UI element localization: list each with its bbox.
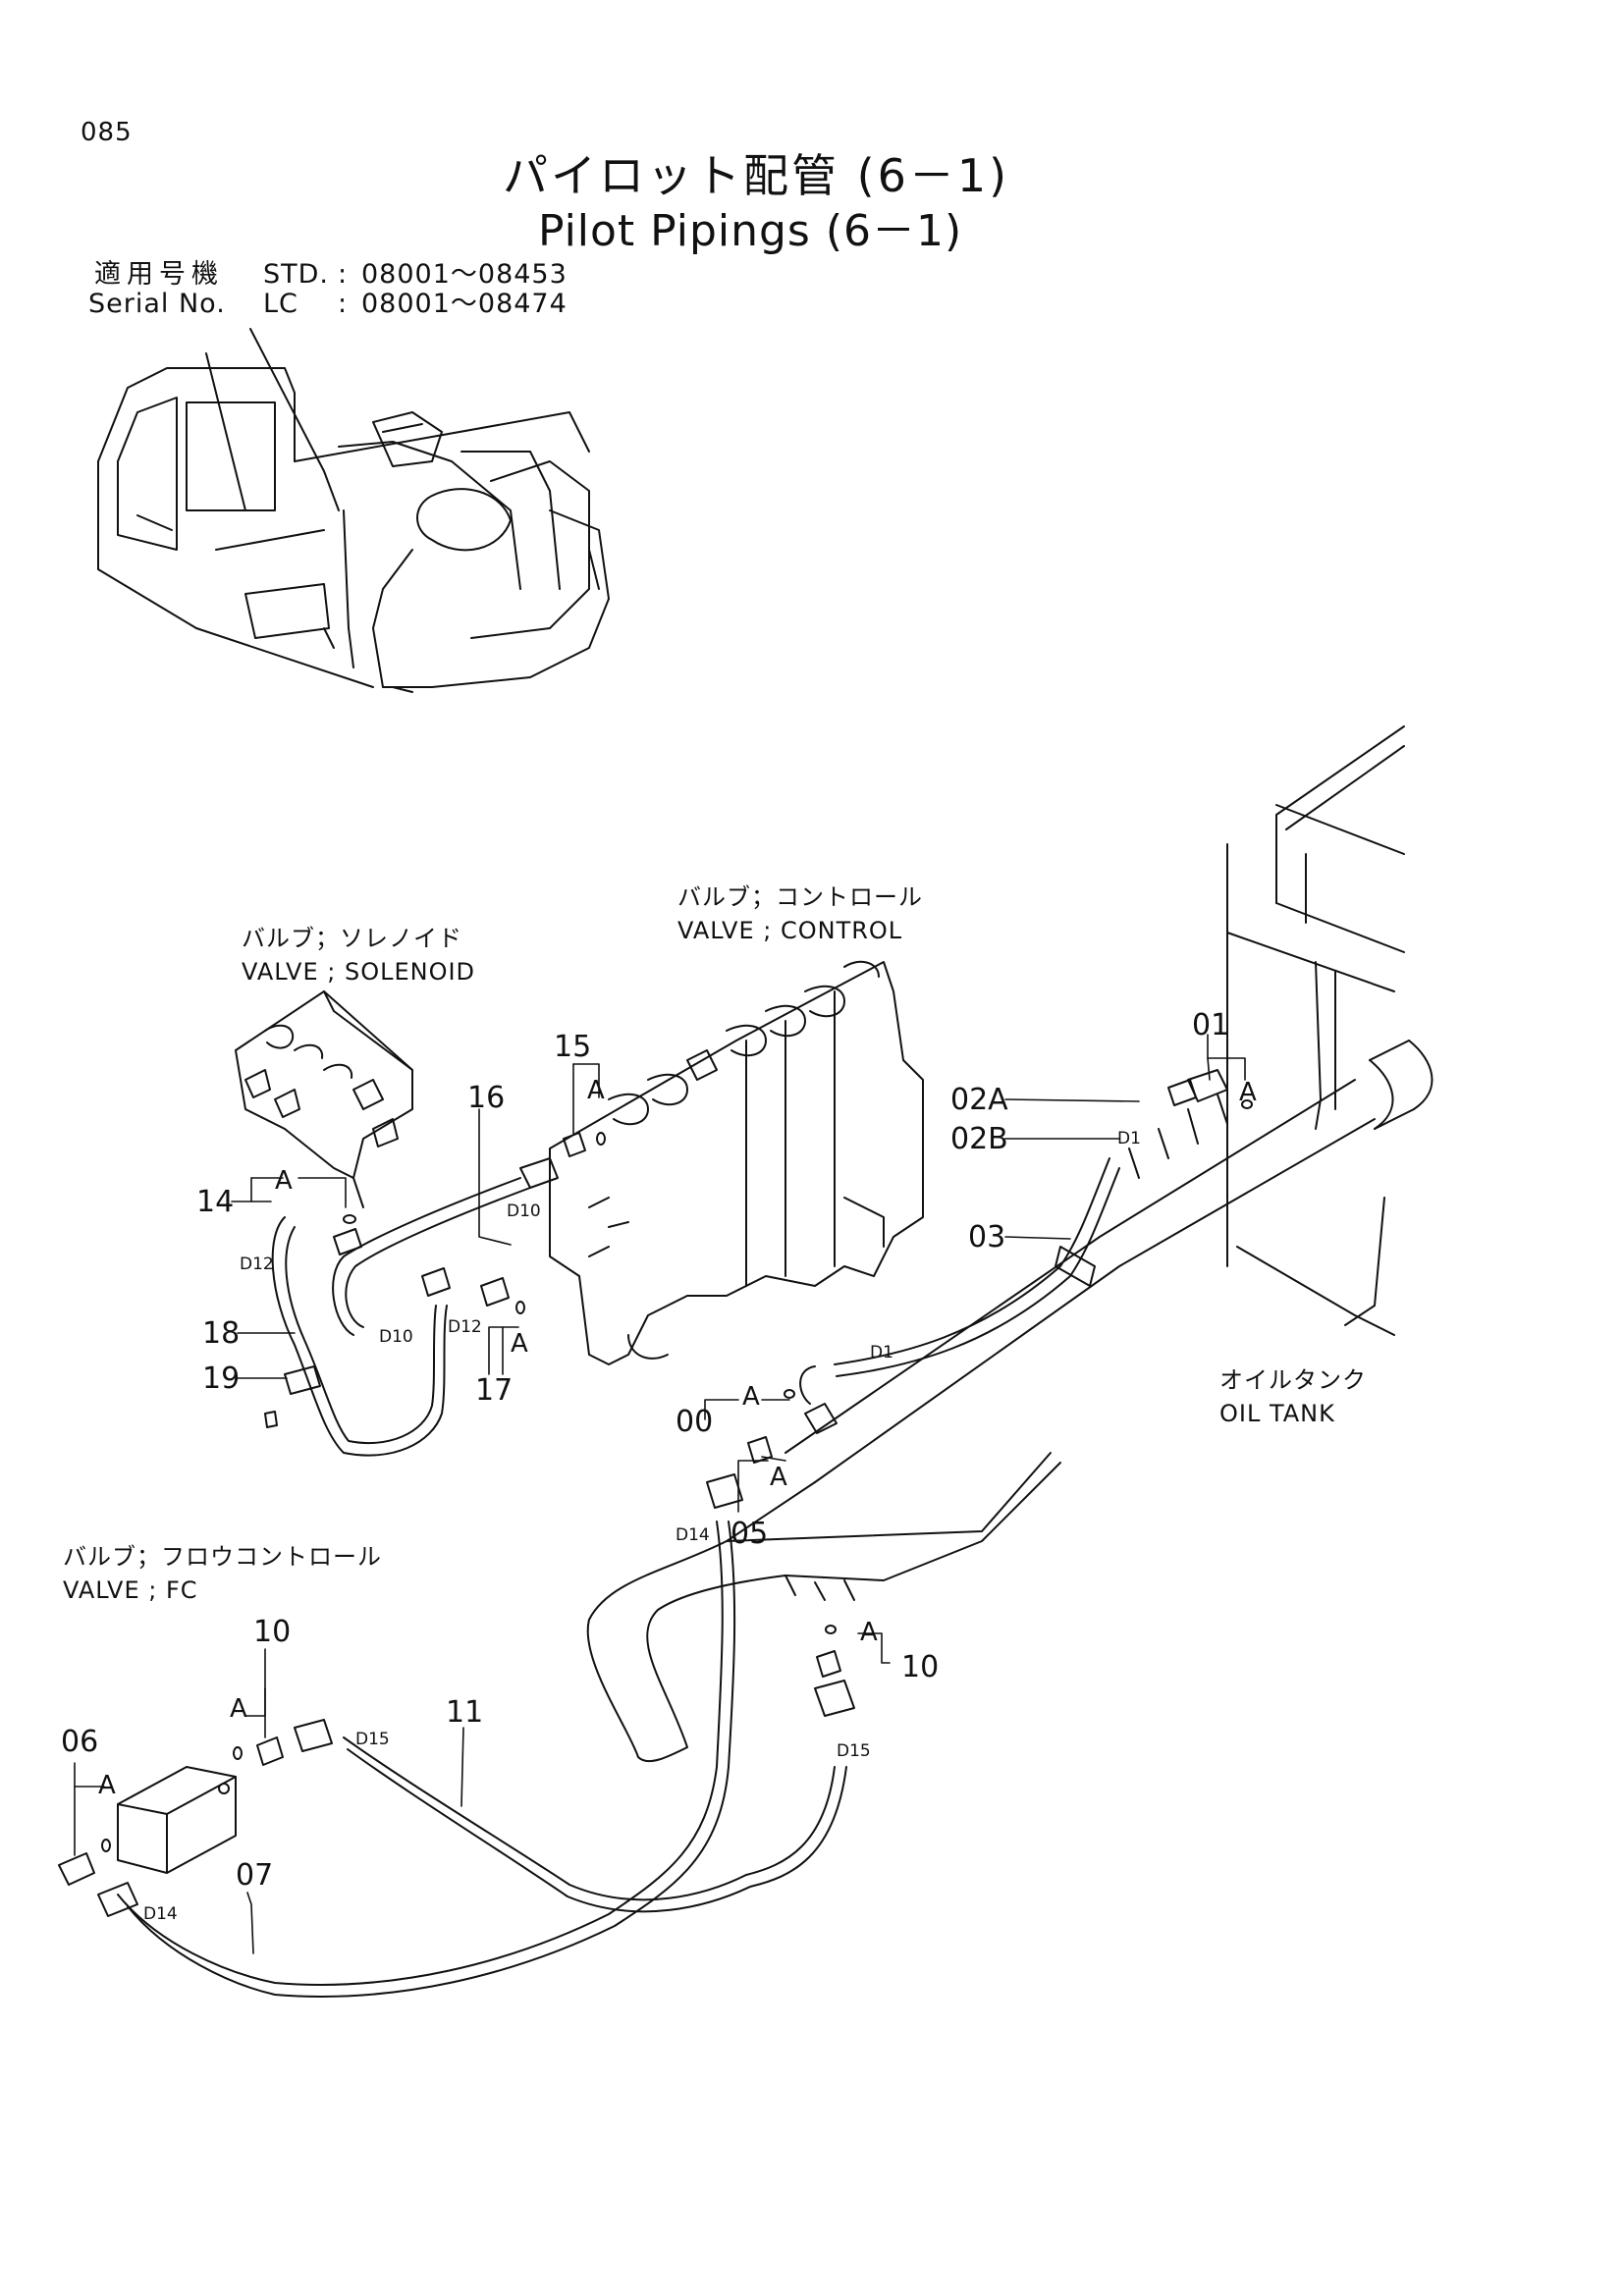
label-oil-tank-jp: オイルタンク — [1219, 1366, 1367, 1394]
serial-lc-label: LC — [263, 289, 298, 319]
seal-marker-a: A — [770, 1463, 787, 1492]
seal-marker-a: A — [587, 1076, 605, 1105]
part-number-02a: 02A — [950, 1083, 1008, 1117]
hose-size-d12: D12 — [448, 1317, 482, 1337]
excavator-overview-illustration — [97, 328, 610, 693]
part-number-01: 01 — [1192, 1008, 1230, 1042]
title-japanese: パイロット配管 (6－1) — [503, 149, 1010, 202]
serial-colon-1: : — [338, 259, 349, 290]
hose-d16 — [332, 1157, 559, 1336]
part-number-19: 19 — [202, 1362, 241, 1396]
leader-lines — [74, 1034, 1246, 1954]
fitting-elbow-01 — [1167, 1069, 1228, 1106]
fitting-10-right — [816, 1650, 841, 1678]
seal-marker-a: A — [742, 1382, 760, 1412]
part-number-16: 16 — [467, 1081, 506, 1115]
fitting-06 — [58, 1852, 95, 1886]
hose-d14-fc — [97, 1473, 743, 1998]
seal-marker-a: A — [275, 1166, 293, 1196]
part-number-07: 07 — [236, 1858, 274, 1893]
o-rings — [101, 1099, 1253, 1852]
hose-size-d10: D10 — [507, 1201, 541, 1221]
hose-size-d1: D1 — [1117, 1129, 1141, 1148]
fitting-17 — [480, 1277, 510, 1307]
hose-size-d14: D14 — [143, 1904, 178, 1924]
hose-size-d10: D10 — [379, 1327, 413, 1347]
label-oil-tank-en: OIL TANK — [1219, 1400, 1335, 1427]
serial-std-label: STD. — [263, 259, 330, 290]
hose-size-d15: D15 — [837, 1741, 871, 1761]
seal-marker-a: A — [1239, 1078, 1257, 1107]
serial-label-en: Serial No. — [88, 289, 226, 319]
part-number-06: 06 — [61, 1725, 99, 1759]
oil-tank-structure — [784, 725, 1434, 1483]
part-number-15: 15 — [554, 1030, 592, 1064]
part-number-11: 11 — [446, 1695, 484, 1730]
label-valve-fc-en: VALVE ; FC — [63, 1576, 198, 1604]
solenoid-valve-body — [235, 990, 413, 1208]
return-pipe-illustration — [586, 1452, 1061, 1763]
serial-std-range: 08001～08453 — [361, 259, 568, 290]
hose-size-d15: D15 — [355, 1730, 390, 1749]
fitting-elbow-00 — [799, 1365, 838, 1434]
part-number-03: 03 — [968, 1220, 1006, 1255]
page-number: 085 — [81, 118, 133, 147]
fitting-14 — [333, 1228, 451, 1297]
seal-marker-a: A — [230, 1694, 247, 1724]
part-number-17: 17 — [475, 1373, 514, 1408]
hose-size-d12: D12 — [240, 1255, 274, 1274]
label-valve-solenoid-jp: バルブ；ソレノイド — [242, 925, 462, 952]
fitting-10-left — [256, 1719, 333, 1766]
part-number-02b: 02B — [950, 1122, 1008, 1156]
label-valve-control-en: VALVE ; CONTROL — [677, 917, 903, 944]
fitting-15 — [563, 1132, 586, 1157]
title-english: Pilot Pipings (6－1) — [538, 206, 963, 256]
control-valve-body — [549, 960, 924, 1365]
seal-marker-a: A — [511, 1329, 528, 1359]
label-valve-solenoid-en: VALVE ; SOLENOID — [242, 958, 476, 986]
seal-marker-a: A — [860, 1618, 878, 1647]
hose-d1-tank-to-control — [834, 1157, 1120, 1377]
part-number-14: 14 — [196, 1185, 235, 1219]
label-valve-fc-jp: バルブ；フロウコントロール — [63, 1543, 382, 1571]
fitting-05 — [747, 1436, 773, 1464]
label-valve-control-jp: バルブ；コントロール — [677, 883, 923, 911]
part-number-00: 00 — [676, 1405, 714, 1439]
serial-label-jp: 適用号機 — [94, 259, 224, 290]
serial-colon-2: : — [338, 289, 349, 319]
part-number-10-left: 10 — [253, 1615, 292, 1649]
seal-marker-a: A — [98, 1771, 116, 1800]
serial-lc-range: 08001～08474 — [361, 289, 568, 319]
part-number-18: 18 — [202, 1316, 241, 1351]
part-number-10-right: 10 — [901, 1650, 940, 1684]
hose-size-d14: D14 — [676, 1525, 710, 1545]
flow-control-valve-body — [117, 1766, 237, 1874]
hose-d15-fc — [343, 1680, 855, 1913]
hose-d14-d12-solenoid — [264, 1216, 448, 1457]
